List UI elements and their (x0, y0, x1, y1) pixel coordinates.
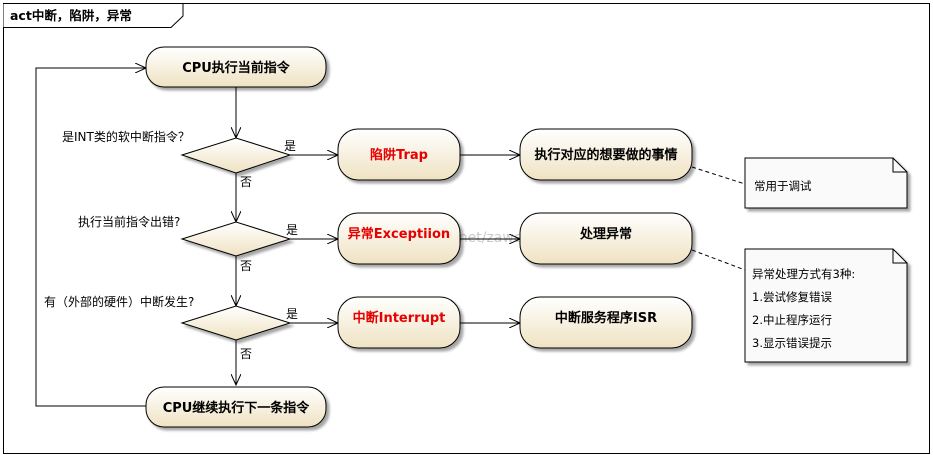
decision-label-instruction-error: 执行当前指令出错? (78, 214, 180, 229)
node-cpu-continue: CPU继续执行下一条指令 (145, 386, 327, 428)
node-cpu-execute: CPU执行当前指令 (145, 46, 327, 88)
node-exception-action-label: 处理异常 (579, 226, 632, 242)
edge-label-no-1: 否 (240, 175, 252, 189)
decision-diamond-hardware-interrupt (180, 305, 292, 341)
edge-label-yes-3: 是 (286, 307, 298, 321)
edge-label-no-3: 否 (240, 347, 252, 361)
node-trap: 陷阱Trap (337, 128, 461, 181)
diagram-frame: act中断，陷阱，异常 (3, 3, 930, 454)
node-isr: 中断服务程序ISR (519, 296, 693, 349)
edges (35, 68, 746, 407)
decision-diamond-soft-interrupt (180, 137, 292, 174)
decision-label-soft-interrupt: 是INT类的软中断指令？ (62, 129, 190, 144)
note-exception-item-3: 3.显示错误提示 (752, 336, 832, 350)
note-exception-item-1: 1.尝试修复错误 (752, 290, 832, 304)
node-exception-action: 处理异常 (519, 212, 693, 265)
node-trap-action: 执行对应的想要做的事情 (519, 128, 693, 181)
node-interrupt: 中断Interrupt (337, 296, 461, 349)
edge-label-yes-2: 是 (286, 223, 298, 237)
note-debug-text: 常用于调试 (754, 179, 812, 193)
node-trap-action-label: 执行对应的想要做的事情 (534, 147, 677, 163)
node-isr-label: 中断服务程序ISR (555, 310, 657, 326)
note-debug: 常用于调试 (744, 157, 908, 209)
decision-diamond-instruction-error (180, 221, 292, 257)
node-cpu-continue-label: CPU继续执行下一条指令 (163, 400, 311, 416)
note-exception-handling: 异常处理方式有3种: 1.尝试修复错误 2.中止程序运行 3.显示错误提示 (744, 248, 908, 363)
note-exception-item-2: 2.中止程序运行 (752, 313, 832, 327)
node-interrupt-label: 中断Interrupt (353, 310, 446, 326)
node-cpu-execute-label: CPU执行当前指令 (182, 60, 291, 76)
diagram-title: act中断，陷阱，异常 (10, 8, 132, 23)
node-exception: 异常Exceptiion (337, 212, 461, 265)
node-trap-label: 陷阱Trap (370, 147, 428, 163)
node-exception-label: 异常Exceptiion (348, 226, 450, 242)
edge-label-no-2: 否 (240, 259, 252, 273)
decision-label-hardware-interrupt: 有（外部的硬件）中断发生? (44, 294, 194, 309)
note-exception-title: 异常处理方式有3种: (752, 267, 855, 281)
edge-label-yes-1: 是 (284, 139, 296, 153)
